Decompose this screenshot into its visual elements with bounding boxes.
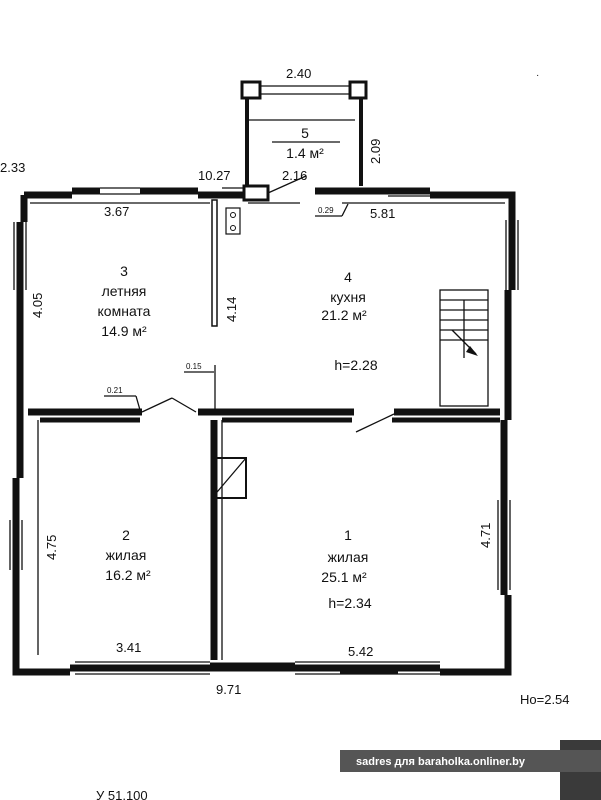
dim-vestibule-b: 2.16 — [282, 168, 307, 183]
outer-wall-top-left — [24, 187, 245, 199]
room2-number: 2 — [122, 527, 130, 543]
vestibule-door — [267, 175, 307, 194]
room3-name-line2: комната — [98, 303, 151, 319]
dim-partition-length: 4.14 — [224, 297, 239, 322]
dim-wall-0.21: 0.21 — [107, 386, 123, 395]
stove — [211, 457, 247, 499]
sink-fixture — [225, 207, 241, 235]
watermark-band — [340, 750, 601, 772]
room4-area: 21.2 м² — [321, 307, 367, 323]
leader-0.21-tick — [135, 395, 141, 411]
dim-porch-depth: 2.09 — [368, 139, 383, 164]
room2-name: жилая — [106, 547, 147, 563]
dim-room1-height: 4.71 — [478, 523, 493, 548]
staircase — [439, 289, 489, 407]
dim-wall-0.15: 0.15 — [186, 362, 202, 371]
room4-name: кухня — [330, 289, 366, 305]
sink-drain-top — [230, 212, 236, 218]
footer-fragment: У 51,100 — [96, 788, 148, 800]
room1-name: жилая — [328, 549, 369, 565]
wall-bottom-block — [210, 662, 398, 674]
stove-diagonal — [211, 457, 247, 499]
watermark: sadres для baraholka.onliner.by — [356, 756, 526, 768]
room1-number: 1 — [344, 527, 352, 543]
outer-wall — [12, 187, 516, 676]
porch-column-left — [240, 80, 262, 100]
dim-bottom-right-width: 5.42 — [348, 644, 373, 659]
room4-height: h=2.28 — [334, 357, 377, 373]
room1-height: h=2.34 — [328, 595, 371, 611]
overall-height: Ho=2.54 — [520, 692, 570, 707]
stair-arrow-head — [466, 346, 478, 356]
dim-vestibule-a: 10.27 — [198, 168, 231, 183]
dim-room3-height: 4.05 — [30, 293, 45, 318]
dim-room2-height: 4.75 — [44, 535, 59, 560]
door-kitchen — [355, 413, 395, 433]
room5-area: 1.4 м² — [286, 145, 324, 161]
room4-number: 4 — [344, 269, 352, 285]
thin-partition — [211, 199, 218, 327]
vestibule-post — [242, 184, 270, 202]
leader-0.29-tick — [341, 203, 349, 217]
dim-top-right-width: 5.81 — [370, 206, 395, 221]
porch-column-right — [348, 80, 368, 100]
dim-total-width: 9.71 — [216, 682, 241, 697]
dim-top-left-width: 3.67 — [104, 204, 129, 219]
room3-number: 3 — [120, 263, 128, 279]
room3-area: 14.9 м² — [101, 323, 147, 339]
dim-bottom-left-width: 3.41 — [116, 640, 141, 655]
door-room2 — [141, 397, 173, 413]
room1-area: 25.1 м² — [321, 569, 367, 585]
room3-name-line1: летняя — [102, 283, 147, 299]
door-room3 — [171, 397, 197, 413]
dim-corner-left: 2.33 — [0, 160, 25, 175]
dim-wall-0.29: 0.29 — [318, 206, 334, 215]
scan-mark: · — [536, 70, 539, 81]
room2-area: 16.2 м² — [105, 567, 151, 583]
room5-number: 5 — [301, 125, 309, 141]
sink-drain-bottom — [230, 225, 236, 231]
dim-porch-width: 2.40 — [286, 66, 311, 81]
